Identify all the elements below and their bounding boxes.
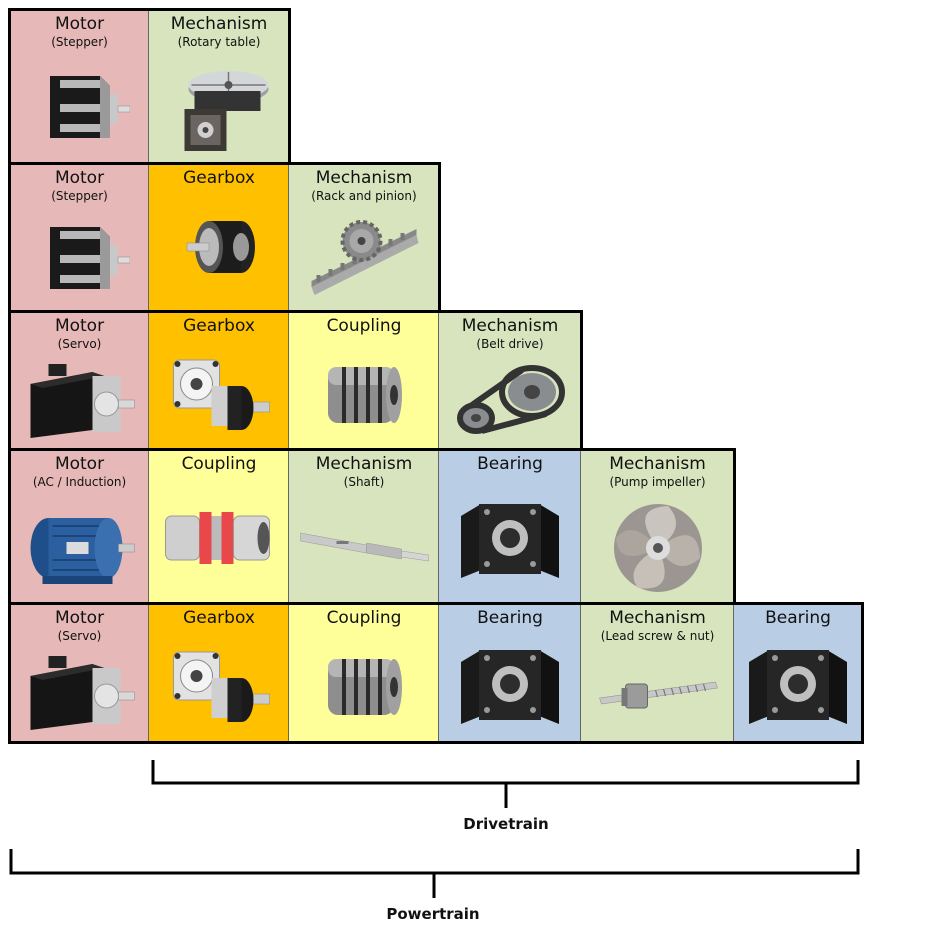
bearing-title: Bearing	[477, 608, 543, 628]
cell-divider	[288, 604, 289, 742]
motor-title: Motor	[54, 454, 105, 474]
motor-subtitle: (Servo)	[57, 629, 102, 643]
motor-subtitle: (Stepper)	[51, 35, 108, 49]
angle-gearbox-icon	[173, 651, 270, 722]
rotary-table-icon	[184, 70, 269, 151]
motor-title: Motor	[54, 316, 105, 336]
cell-divider	[438, 450, 439, 604]
lead-screw-icon	[598, 681, 718, 708]
cell-divider	[733, 604, 734, 742]
powertrain-label: Powertrain	[386, 905, 480, 923]
mechanism-subtitle: (Pump impeller)	[609, 475, 706, 489]
motor-subtitle: (Stepper)	[51, 189, 108, 203]
motor-cell: Motor(Servo)	[10, 604, 149, 742]
mechanism-title: Mechanism	[170, 14, 268, 34]
ac-motor-icon	[30, 517, 135, 584]
rack-pinion-icon	[311, 219, 419, 295]
gearbox-cell: Gearbox	[149, 164, 289, 312]
mechanism-cell: Mechanism(Rotary table)	[149, 10, 289, 164]
cell-divider	[148, 604, 149, 742]
servo-motor-icon	[30, 656, 135, 730]
mechanism-subtitle: (Rack and pinion)	[311, 189, 417, 203]
bearing-title: Bearing	[477, 454, 543, 474]
coupling-cell: Coupling	[149, 450, 289, 604]
mechanism-title: Mechanism	[461, 316, 559, 336]
bearing-block-icon	[461, 649, 559, 724]
coupling-title: Coupling	[181, 454, 257, 474]
motor-title: Motor	[54, 168, 105, 188]
mechanism-subtitle: (Belt drive)	[476, 337, 544, 351]
mechanism-cell: Mechanism(Lead screw & nut)	[581, 604, 734, 742]
bearing-block-icon	[749, 649, 847, 724]
cell-divider	[148, 450, 149, 604]
mechanism-title: Mechanism	[315, 454, 413, 474]
bearing-block-icon	[461, 503, 559, 578]
cell-divider	[580, 604, 581, 742]
cell-divider	[288, 164, 289, 312]
motor-cell: Motor(Stepper)	[10, 10, 149, 164]
coupling-cell: Coupling	[289, 312, 439, 450]
cell-divider	[148, 10, 149, 164]
motor-title: Motor	[54, 14, 105, 34]
cell-divider	[288, 312, 289, 450]
cell-divider	[438, 312, 439, 450]
mechanism-cell: Mechanism(Pump impeller)	[581, 450, 734, 604]
coupling-title: Coupling	[326, 316, 402, 336]
belt-drive-icon	[457, 365, 565, 434]
mechanism-subtitle: (Shaft)	[343, 475, 385, 489]
pump-impeller-icon	[613, 504, 702, 592]
stepper-motor-icon	[49, 76, 130, 138]
jaw-coupling-icon	[165, 512, 270, 564]
mechanism-subtitle: (Rotary table)	[177, 35, 261, 49]
cell-divider	[288, 450, 289, 604]
coupling-title: Coupling	[326, 608, 402, 628]
beam-coupling-icon	[328, 658, 402, 715]
gearbox-cell: Gearbox	[149, 604, 289, 742]
motor-cell: Motor(Servo)	[10, 312, 149, 450]
cell-divider	[148, 312, 149, 450]
coupling-cell: Coupling	[289, 604, 439, 742]
shaft-icon	[300, 532, 429, 562]
gearbox-title: Gearbox	[183, 316, 255, 336]
gearbox-title: Gearbox	[183, 168, 255, 188]
cell-divider	[580, 450, 581, 604]
mechanism-cell: Mechanism(Rack and pinion)	[289, 164, 439, 312]
bearing-cell: Bearing	[439, 450, 581, 604]
motor-cell: Motor(Stepper)	[10, 164, 149, 312]
bearing-title: Bearing	[765, 608, 831, 628]
motor-cell: Motor(AC / Induction)	[10, 450, 149, 604]
stepper-motor-icon	[49, 227, 130, 289]
bearing-cell: Bearing	[734, 604, 862, 742]
bearing-cell: Bearing	[439, 604, 581, 742]
mechanism-title: Mechanism	[609, 454, 706, 474]
cell-divider	[438, 604, 439, 742]
gearbox-cell: Gearbox	[149, 312, 289, 450]
servo-motor-icon	[30, 364, 135, 438]
drivetrain-label: Drivetrain	[463, 815, 549, 833]
mechanism-cell: Mechanism(Belt drive)	[439, 312, 581, 450]
mechanism-title: Mechanism	[315, 168, 413, 188]
planetary-gearbox-icon	[186, 221, 255, 273]
motor-title: Motor	[54, 608, 105, 628]
mechanism-title: Mechanism	[609, 608, 706, 628]
motor-subtitle: (Servo)	[57, 337, 102, 351]
mechanism-cell: Mechanism(Shaft)	[289, 450, 439, 604]
beam-coupling-icon	[328, 366, 402, 423]
motor-subtitle: (AC / Induction)	[32, 475, 127, 489]
cell-divider	[148, 164, 149, 312]
angle-gearbox-icon	[173, 359, 270, 430]
gearbox-title: Gearbox	[183, 608, 255, 628]
mechanism-subtitle: (Lead screw & nut)	[600, 629, 715, 643]
